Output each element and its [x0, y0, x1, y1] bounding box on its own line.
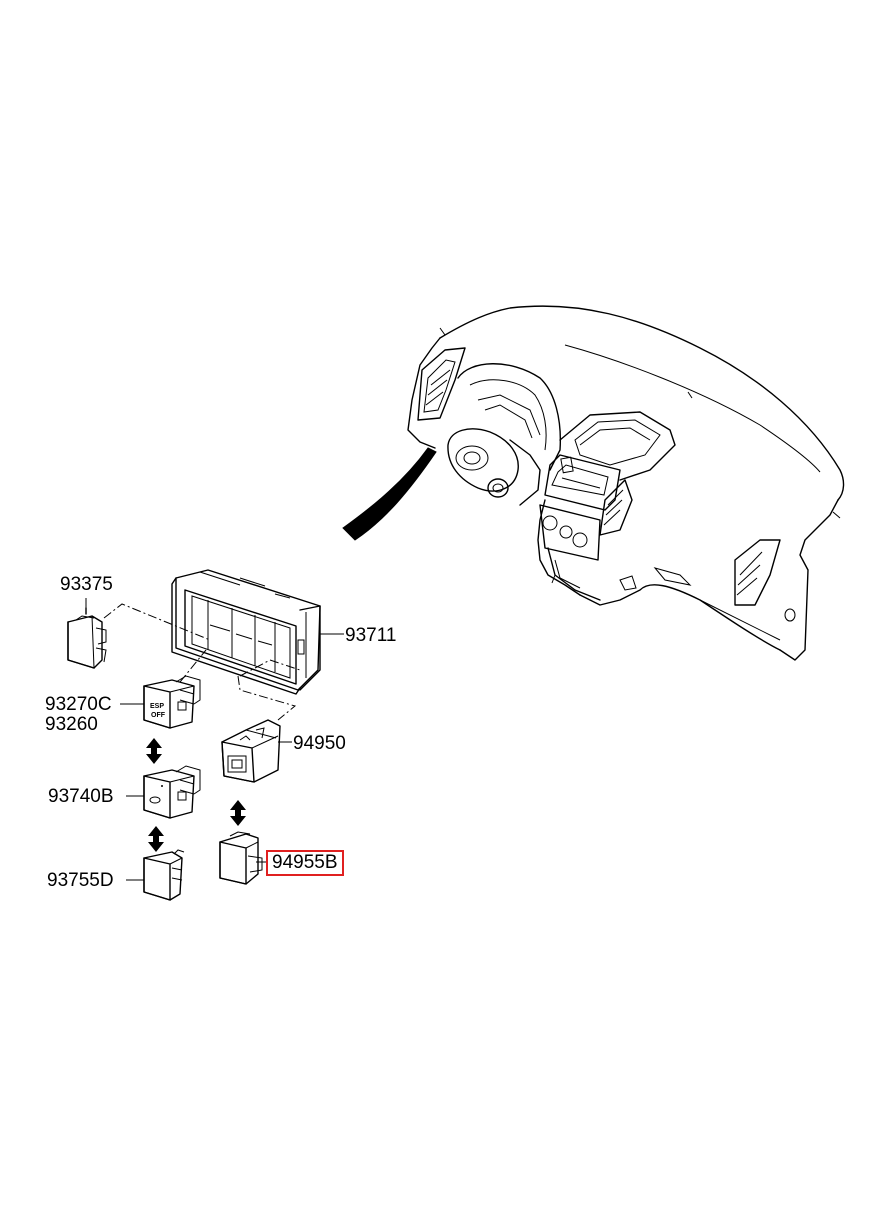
- label-94955b[interactable]: 94955B: [266, 850, 344, 876]
- switch-93270c: ESP OFF: [143, 675, 201, 729]
- switch-93740b: [143, 765, 201, 819]
- blank-cap-94955b: [219, 831, 263, 885]
- label-93711[interactable]: 93711: [345, 625, 397, 646]
- swap-arrow-1: [146, 738, 162, 764]
- location-pointer: [342, 447, 437, 541]
- label-93260[interactable]: 93260: [45, 714, 98, 735]
- off-text: OFF: [151, 712, 166, 719]
- label-94950[interactable]: 94950: [293, 733, 346, 754]
- socket-94950: [221, 719, 281, 783]
- blank-cap-93755d: [143, 849, 185, 901]
- label-93755d[interactable]: 93755D: [47, 870, 114, 891]
- dashboard-illustration: [407, 305, 845, 661]
- swap-arrow-3: [230, 800, 246, 826]
- label-93375[interactable]: 93375: [60, 574, 113, 595]
- bezel-housing-93711: [171, 569, 321, 695]
- esp-text: ESP: [150, 703, 164, 710]
- blank-cap-93375: [67, 607, 107, 669]
- label-93270c[interactable]: 93270C: [45, 694, 112, 715]
- label-93740b[interactable]: 93740B: [48, 786, 114, 807]
- swap-arrow-2: [148, 826, 164, 852]
